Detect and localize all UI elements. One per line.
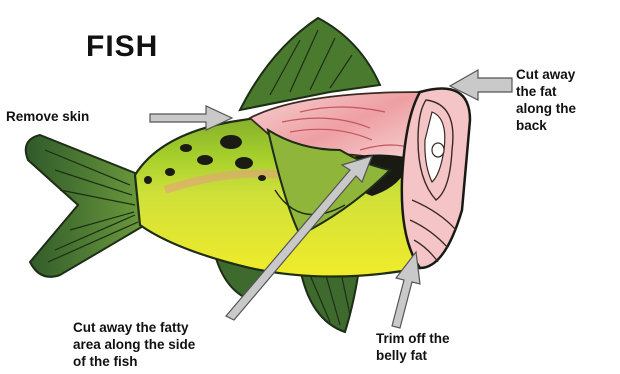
diagram-title: FISH [86, 30, 158, 64]
label-trim-belly-fat: Trim off the belly fat [376, 330, 450, 364]
tail-fin [26, 135, 145, 277]
label-remove-skin: Remove skin [6, 109, 89, 124]
cross-section [402, 89, 470, 269]
label-cut-side-fat: Cut away the fatty area along the side o… [73, 319, 195, 370]
label-cut-back-fat: Cut away the fat along the back [516, 66, 576, 134]
